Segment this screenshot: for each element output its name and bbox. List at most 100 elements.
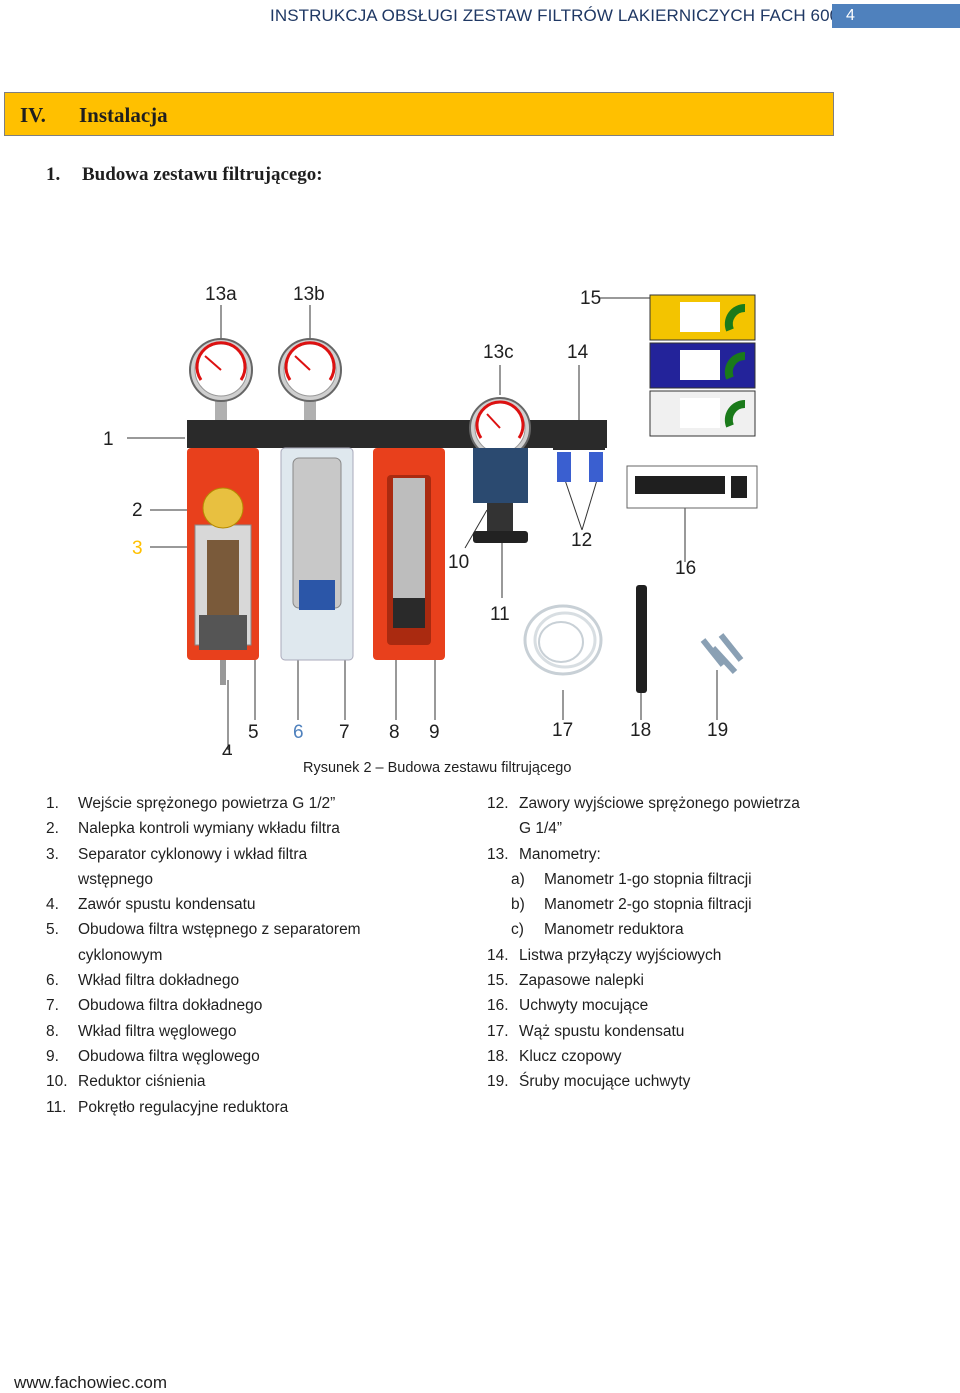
list-item: 11.Pokrętło regulacyjne reduktora [46,1095,466,1120]
list-item-text: Manometr 1-go stopnia filtracji [487,867,927,892]
screws [703,635,741,672]
list-item-number: c) [511,917,524,942]
label-3: 3 [132,538,143,559]
list-item-number: 3. [46,842,59,867]
subsection-number: 1. [46,164,60,186]
list-item-text: Zawory wyjściowe sprężonego powietrza [487,791,927,816]
list-item-number: 4. [46,892,59,917]
prefilter-housing [187,448,259,685]
label-4: 4 [222,742,233,755]
section-title: Instalacja [79,103,168,128]
mounting-brackets [627,466,757,508]
gauge-13a-icon [190,339,252,420]
list-item: 17.Wąż spustu kondensatu [487,1019,927,1044]
list-item-text: Listwa przyłączy wyjściowych [487,943,927,968]
list-item-number: 18. [487,1044,509,1069]
list-item: c)Manometr reduktora [487,917,927,942]
list-item: 16.Uchwyty mocujące [487,993,927,1018]
spanner [636,585,647,693]
label-9: 9 [429,722,440,743]
list-item: 14.Listwa przyłączy wyjściowych [487,943,927,968]
label-15: 15 [580,288,601,309]
list-item-number: 2. [46,816,59,841]
list-item: cyklonowym [46,943,466,968]
list-item-text: Obudowa filtra dokładnego [46,993,466,1018]
parts-list-left: 1.Wejście sprężonego powietrza G 1/2”2.N… [46,791,466,1120]
list-item-number: 7. [46,993,59,1018]
label-10: 10 [448,552,469,573]
label-13a: 13a [205,284,237,305]
list-item-number: 8. [46,1019,59,1044]
label-11: 11 [490,604,510,625]
list-item-number: 19. [487,1069,509,1094]
label-19: 19 [707,720,728,741]
list-item-number: 5. [46,917,59,942]
list-item: 13.Manometry: [487,842,927,867]
condensate-hose [525,606,601,674]
label-14: 14 [567,342,589,363]
label-16: 16 [675,558,696,579]
list-item-number: 6. [46,968,59,993]
label-13c: 13c [483,342,514,363]
list-item-number: 10. [46,1069,68,1094]
list-item-text: Wkład filtra węglowego [46,1019,466,1044]
list-item-number: 15. [487,968,509,993]
list-item: 4.Zawór spustu kondensatu [46,892,466,917]
label-7: 7 [339,722,350,743]
list-item-text: Wąż spustu kondensatu [487,1019,927,1044]
fine-filter-housing [281,448,353,660]
list-item: wstępnego [46,867,466,892]
list-item-number: a) [511,867,525,892]
label-1: 1 [103,429,114,450]
pressure-regulator [473,448,528,543]
spare-stickers [650,295,755,436]
label-5: 5 [248,722,259,743]
label-8: 8 [389,722,400,743]
list-item: G 1/4” [487,816,927,841]
label-13b: 13b [293,284,325,305]
list-item-number: 1. [46,791,59,816]
figure-caption: Rysunek 2 – Budowa zestawu filtrującego [303,760,571,776]
list-item-number: 17. [487,1019,509,1044]
parts-list-right: 12.Zawory wyjściowe sprężonego powietrza… [487,791,927,1095]
list-item-text: Separator cyklonowy i wkład filtra [46,842,466,867]
list-item: 6.Wkład filtra dokładnego [46,968,466,993]
list-item-text: Zapasowe nalepki [487,968,927,993]
list-item-number: 12. [487,791,509,816]
list-item-text: Nalepka kontroli wymiany wkładu filtra [46,816,466,841]
section-heading-bar: IV. Instalacja [4,92,834,136]
list-item-text: Śruby mocujące uchwyty [487,1069,927,1094]
list-item: a)Manometr 1-go stopnia filtracji [487,867,927,892]
outlet-manifold [553,420,605,482]
list-item-text: wstępnego [46,867,466,892]
list-item-number: b) [511,892,525,917]
list-item-text: Zawór spustu kondensatu [46,892,466,917]
list-item: 19.Śruby mocujące uchwyty [487,1069,927,1094]
list-item-text: Manometr 2-go stopnia filtracji [487,892,927,917]
filter-set-figure: 13a 13b 15 13c 14 1 2 3 10 12 16 11 4 5 … [95,280,865,755]
list-item: 10.Reduktor ciśnienia [46,1069,466,1094]
label-18: 18 [630,720,651,741]
list-item-number: 11. [46,1095,66,1120]
subsection-title: Budowa zestawu filtrującego: [82,164,323,186]
list-item-text: G 1/4” [487,816,927,841]
list-item-text: cyklonowym [46,943,466,968]
header-title: INSTRUKCJA OBSŁUGI ZESTAW FILTRÓW LAKIER… [270,6,849,26]
list-item-number: 16. [487,993,509,1018]
list-item-text: Uchwyty mocujące [487,993,927,1018]
list-item-text: Manometry: [487,842,927,867]
list-item-text: Pokrętło regulacyjne reduktora [46,1095,466,1120]
list-item: 9.Obudowa filtra węglowego [46,1044,466,1069]
list-item-number: 13. [487,842,509,867]
list-item-text: Wkład filtra dokładnego [46,968,466,993]
page-number: 4 [832,4,960,28]
label-17: 17 [552,720,573,741]
list-item: 5.Obudowa filtra wstępnego z separatorem [46,917,466,942]
list-item: 15.Zapasowe nalepki [487,968,927,993]
list-item-number: 14. [487,943,509,968]
label-2: 2 [132,500,143,521]
list-item: b)Manometr 2-go stopnia filtracji [487,892,927,917]
list-item-text: Wejście sprężonego powietrza G 1/2” [46,791,466,816]
label-12: 12 [571,530,592,551]
list-item-text: Obudowa filtra wstępnego z separatorem [46,917,466,942]
